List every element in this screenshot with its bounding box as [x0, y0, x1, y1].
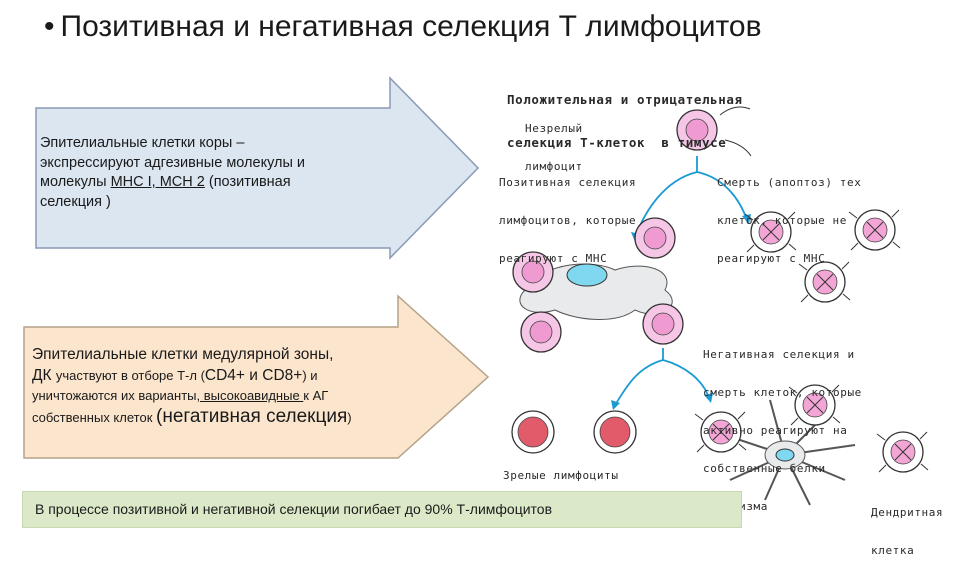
dc-label: ДК [32, 366, 56, 384]
branch-arrow-mature [614, 348, 664, 406]
dendritic-label-1: Дендритная [871, 506, 944, 520]
arrowhead-mature [611, 400, 620, 410]
immature-label: Незрелый лимфоцит [525, 98, 583, 199]
positive-label-1: Позитивная селекция [499, 176, 637, 190]
death-label-3: реагируют с МНС [717, 252, 826, 266]
cortex-line-1: Эпителиальные клетки коры – [40, 135, 245, 151]
medulla-line-2b: участвуют в отборе Т-л ( [55, 367, 205, 383]
positive-cell-2 [634, 217, 676, 259]
immature-label-2: лимфоцит [525, 160, 583, 174]
immature-label-1: Незрелый [525, 122, 583, 136]
bullet-icon: • [44, 10, 55, 43]
high-avidity: , высокоавидные [196, 387, 304, 403]
epithelial-nucleus [566, 263, 608, 287]
medulla-description: Эпителиальные клетки медулярной зоны, ДК… [32, 345, 412, 430]
diagram-heading-2: селекция Т-клеток в тимусе [507, 134, 727, 150]
positive-selection-label: Позитивная селекция лимфоцитов, которые … [499, 152, 636, 291]
page-title: •Позитивная и негативная селекция Т лимф… [44, 10, 762, 44]
cortex-description: Эпителиальные клетки коры – экспрессирую… [40, 134, 420, 212]
medulla-line-3a: уничтожаются их варианты [32, 387, 197, 403]
medulla-arrow [23, 294, 490, 459]
dendritic-nucleus [775, 448, 795, 462]
negative-selection-label: (негативная селекция [156, 406, 348, 428]
cortex-arrow [35, 76, 480, 260]
thymus-selection-diagram: Положительная и отрицательная селекция Т… [485, 60, 955, 557]
dendritic-label: Дендритная клетка [871, 482, 943, 583]
negative-dead-cell-3 [876, 431, 929, 473]
medulla-line-1: Эпителиальные клетки медулярной зоны, [32, 346, 334, 363]
negative-label-4: собственные белки [703, 462, 826, 476]
diagram-heading-1: Положительная и отрицательная [507, 91, 743, 107]
medulla-line-4c: ) [347, 410, 352, 426]
negative-label-2: смерть клеток, которые [703, 386, 862, 400]
positive-cell-3 [520, 311, 562, 353]
dendritic-processes [724, 399, 856, 506]
death-label-1: Смерть (апоптоз) тех [717, 176, 862, 190]
footer-text: В процессе позитивной и негативной селек… [35, 501, 553, 517]
positive-cell-4 [642, 303, 684, 345]
medulla-line-3c: к АГ [303, 387, 329, 403]
negative-label-3: активно реагируют на [703, 424, 848, 438]
mature-lymphocyte-1 [511, 410, 555, 454]
diagram-graphics [511, 106, 929, 506]
branch-arrow-negative [662, 359, 710, 399]
cortex-line-4: селекция ) [40, 193, 111, 210]
diagram-heading: Положительная и отрицательная селекция Т… [507, 64, 743, 179]
mhc-molecules: МНС I, МСН 2 [110, 174, 205, 191]
positive-label-3: реагируют с МНС [499, 252, 608, 266]
footer-note: В процессе позитивной и негативной селек… [22, 491, 742, 528]
arrows-layer [23, 76, 490, 459]
death-label: Смерть (апоптоз) тех клеток, которые не … [717, 152, 861, 291]
cortex-line-3c: (позитивная [204, 174, 291, 191]
immature-processes [719, 106, 752, 157]
positive-label-2: лимфоцитов, которые [499, 214, 637, 228]
mature-lymphocyte-2 [593, 410, 637, 454]
title-text: Позитивная и негативная селекция Т лимфо… [60, 10, 762, 43]
cortex-line-2: экспрессируют адгезивные молекулы и [40, 154, 306, 171]
cortex-line-3a: молекулы [40, 174, 111, 191]
arrowhead-negative [704, 393, 713, 403]
medulla-line-2d: ) и [302, 367, 318, 383]
negative-label-1: Негативная селекция и [703, 348, 855, 362]
death-label-2: клеток, которые не [717, 214, 848, 228]
mature-label: Зрелые лимфоциты [503, 469, 619, 482]
cd4-cd8: CD4+ и CD8+ [204, 366, 303, 384]
medulla-line-4a: собственных клеток [32, 410, 156, 426]
dendritic-label-2: клетка [871, 544, 915, 558]
